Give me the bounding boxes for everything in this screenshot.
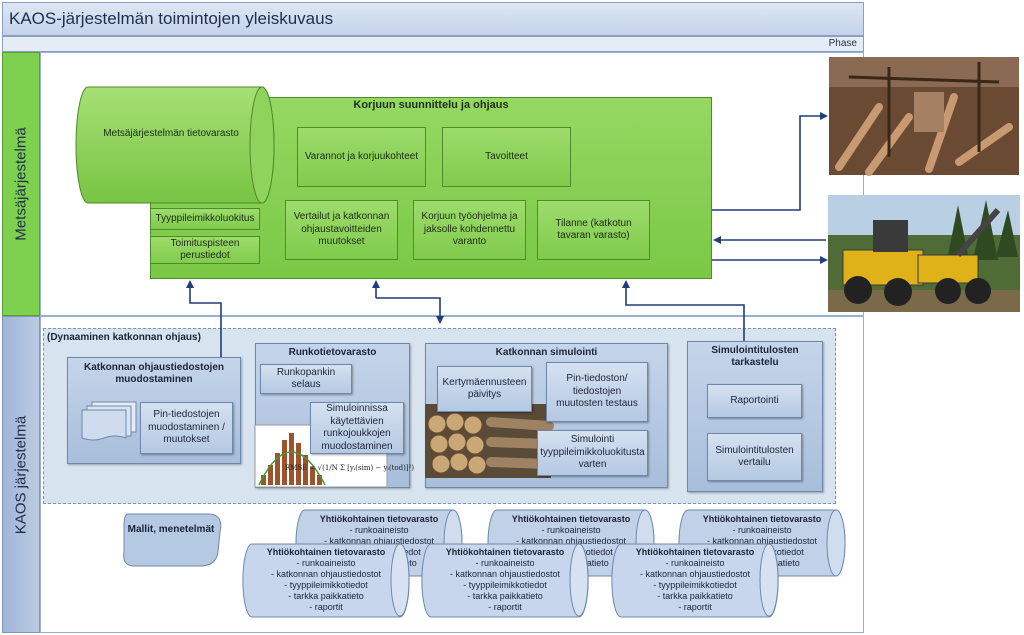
company-db-line: - katkonnan ohjaustiedostot (515, 536, 627, 546)
company-db-line: - raportit (309, 602, 343, 612)
harvester-photo (828, 195, 1020, 312)
metsa-database-icon (75, 86, 275, 204)
tilanne-box: Tilanne (katkotun tavaran varasto) (537, 200, 650, 260)
company-db-line: - katkonnan ohjaustiedostot (706, 536, 818, 546)
metsa-database-label: Metsäjärjestelmän tietovarasto (103, 128, 239, 139)
dynaaminen-title: (Dynaaminen katkonnan ohjaus) (47, 332, 201, 343)
arrow-to-kaos (376, 297, 444, 324)
varannot-box: Varannot ja korjuukohteet (297, 127, 426, 187)
company-db-line: - tarkka paikkatieto (657, 591, 733, 601)
company-db-line: - tyyppileimikkotiedot (463, 580, 547, 590)
company-db-title: Yhtiökohtainen tietovarasto (635, 547, 755, 557)
lane-label-metsa: Metsäjärjestelmä (2, 52, 40, 316)
company-db-title: Yhtiökohtainen tietovarasto (511, 514, 631, 524)
runkopankki-box: Runkopankin selaus (260, 364, 352, 394)
vertailu-box: Simulointitulosten vertailu (707, 433, 802, 481)
runkojoukot-box: Simuloinnissa käytettävien runkojoukkoje… (310, 402, 404, 454)
company-db-line: - runkoaineisto (665, 558, 725, 568)
vertailut-box: Vertailut ja katkonnan ohjaustavoitteide… (285, 200, 398, 260)
company-db-line: - tyyppileimikkotiedot (284, 580, 368, 590)
company-db-line: - raportit (488, 602, 522, 612)
rmse-formula: RMSE = √(1/N Σ [yᵢ(sim) − yᵢ(tod)]²) (285, 464, 414, 472)
company-db-title: Yhtiökohtainen tietovarasto (702, 514, 822, 524)
company-db-line: - runkoaineisto (296, 558, 356, 568)
company-db-line: - runkoaineisto (541, 525, 601, 535)
ohjaus-title: Katkonnan ohjaustiedostojen muodostamine… (83, 362, 224, 385)
company-db-line: - raportit (678, 602, 712, 612)
mallit-shape (123, 513, 222, 567)
company-db-title: Yhtiökohtainen tietovarasto (266, 547, 386, 557)
company-db-line: - katkonnan ohjaustiedostot (270, 569, 382, 579)
tyyppileimikko-box: Tyyppileimikkoluokitus (150, 208, 260, 230)
diagram-title: KAOS-järjestelmän toimintojen yleiskuvau… (2, 2, 864, 36)
database-icon (242, 543, 410, 618)
pin-testaus-box: Pin-tiedoston/ tiedostojen muutosten tes… (546, 362, 648, 422)
documents-icon (81, 401, 137, 441)
arrow-to-sawmill (712, 112, 828, 211)
mallit-label: Mallit, menetelmät (127, 524, 215, 535)
sawmill-photo (829, 57, 1019, 176)
pin-muodostaminen-box: Pin-tiedostojen muodostaminen / muutokse… (140, 402, 233, 454)
tarkastelu-title: Simulointitulosten tarkastelu (711, 345, 799, 368)
tavoitteet-box: Tavoitteet (442, 127, 571, 187)
database-icon (421, 543, 589, 618)
runko-title: Runkotietovarasto (288, 347, 377, 358)
database-icon (611, 543, 779, 618)
company-db-line: - katkonnan ohjaustiedostot (323, 536, 435, 546)
simulointi-title: Katkonnan simulointi (495, 347, 598, 358)
arrow-tarkastelu-to-korjuu (622, 280, 745, 341)
company-db-cylinder: Yhtiökohtainen tietovarasto - runkoainei… (611, 543, 779, 618)
company-db-title: Yhtiökohtainen tietovarasto (319, 514, 439, 524)
korjuu-title: Korjuun suunnittelu ja ohjaus (353, 99, 509, 111)
company-db-line: - runkoaineisto (349, 525, 409, 535)
arrow-ohjaus-to-korjuu (186, 280, 222, 357)
company-db-line: - tarkka paikkatieto (467, 591, 543, 601)
kertyma-box: Kertymäennusteen päivitys (437, 366, 532, 412)
phase-label: Phase (2, 36, 864, 52)
tyoohjelma-box: Korjuun työohjelma ja jaksolle kohdennet… (413, 200, 526, 260)
company-db-line: - katkonnan ohjaustiedostot (639, 569, 751, 579)
company-db-line: - tarkka paikkatieto (288, 591, 364, 601)
lane-label-kaos: KAOS järjestelmä (2, 316, 40, 633)
company-db-title: Yhtiökohtainen tietovarasto (445, 547, 565, 557)
company-db-cylinder: Yhtiökohtainen tietovarasto - runkoainei… (242, 543, 410, 618)
company-db-line: - katkonnan ohjaustiedostot (449, 569, 561, 579)
company-db-cylinder: Yhtiökohtainen tietovarasto - runkoainei… (421, 543, 589, 618)
simulointi-tyyppi-box: Simulointi tyyppileimikkoluokitusta vart… (537, 430, 648, 476)
toimituspiste-box: Toimituspisteen perustiedot (150, 236, 260, 264)
company-db-line: - tyyppileimikkotiedot (653, 580, 737, 590)
raportointi-box: Raportointi (707, 384, 802, 418)
company-db-line: - runkoaineisto (475, 558, 535, 568)
company-db-line: - runkoaineisto (732, 525, 792, 535)
